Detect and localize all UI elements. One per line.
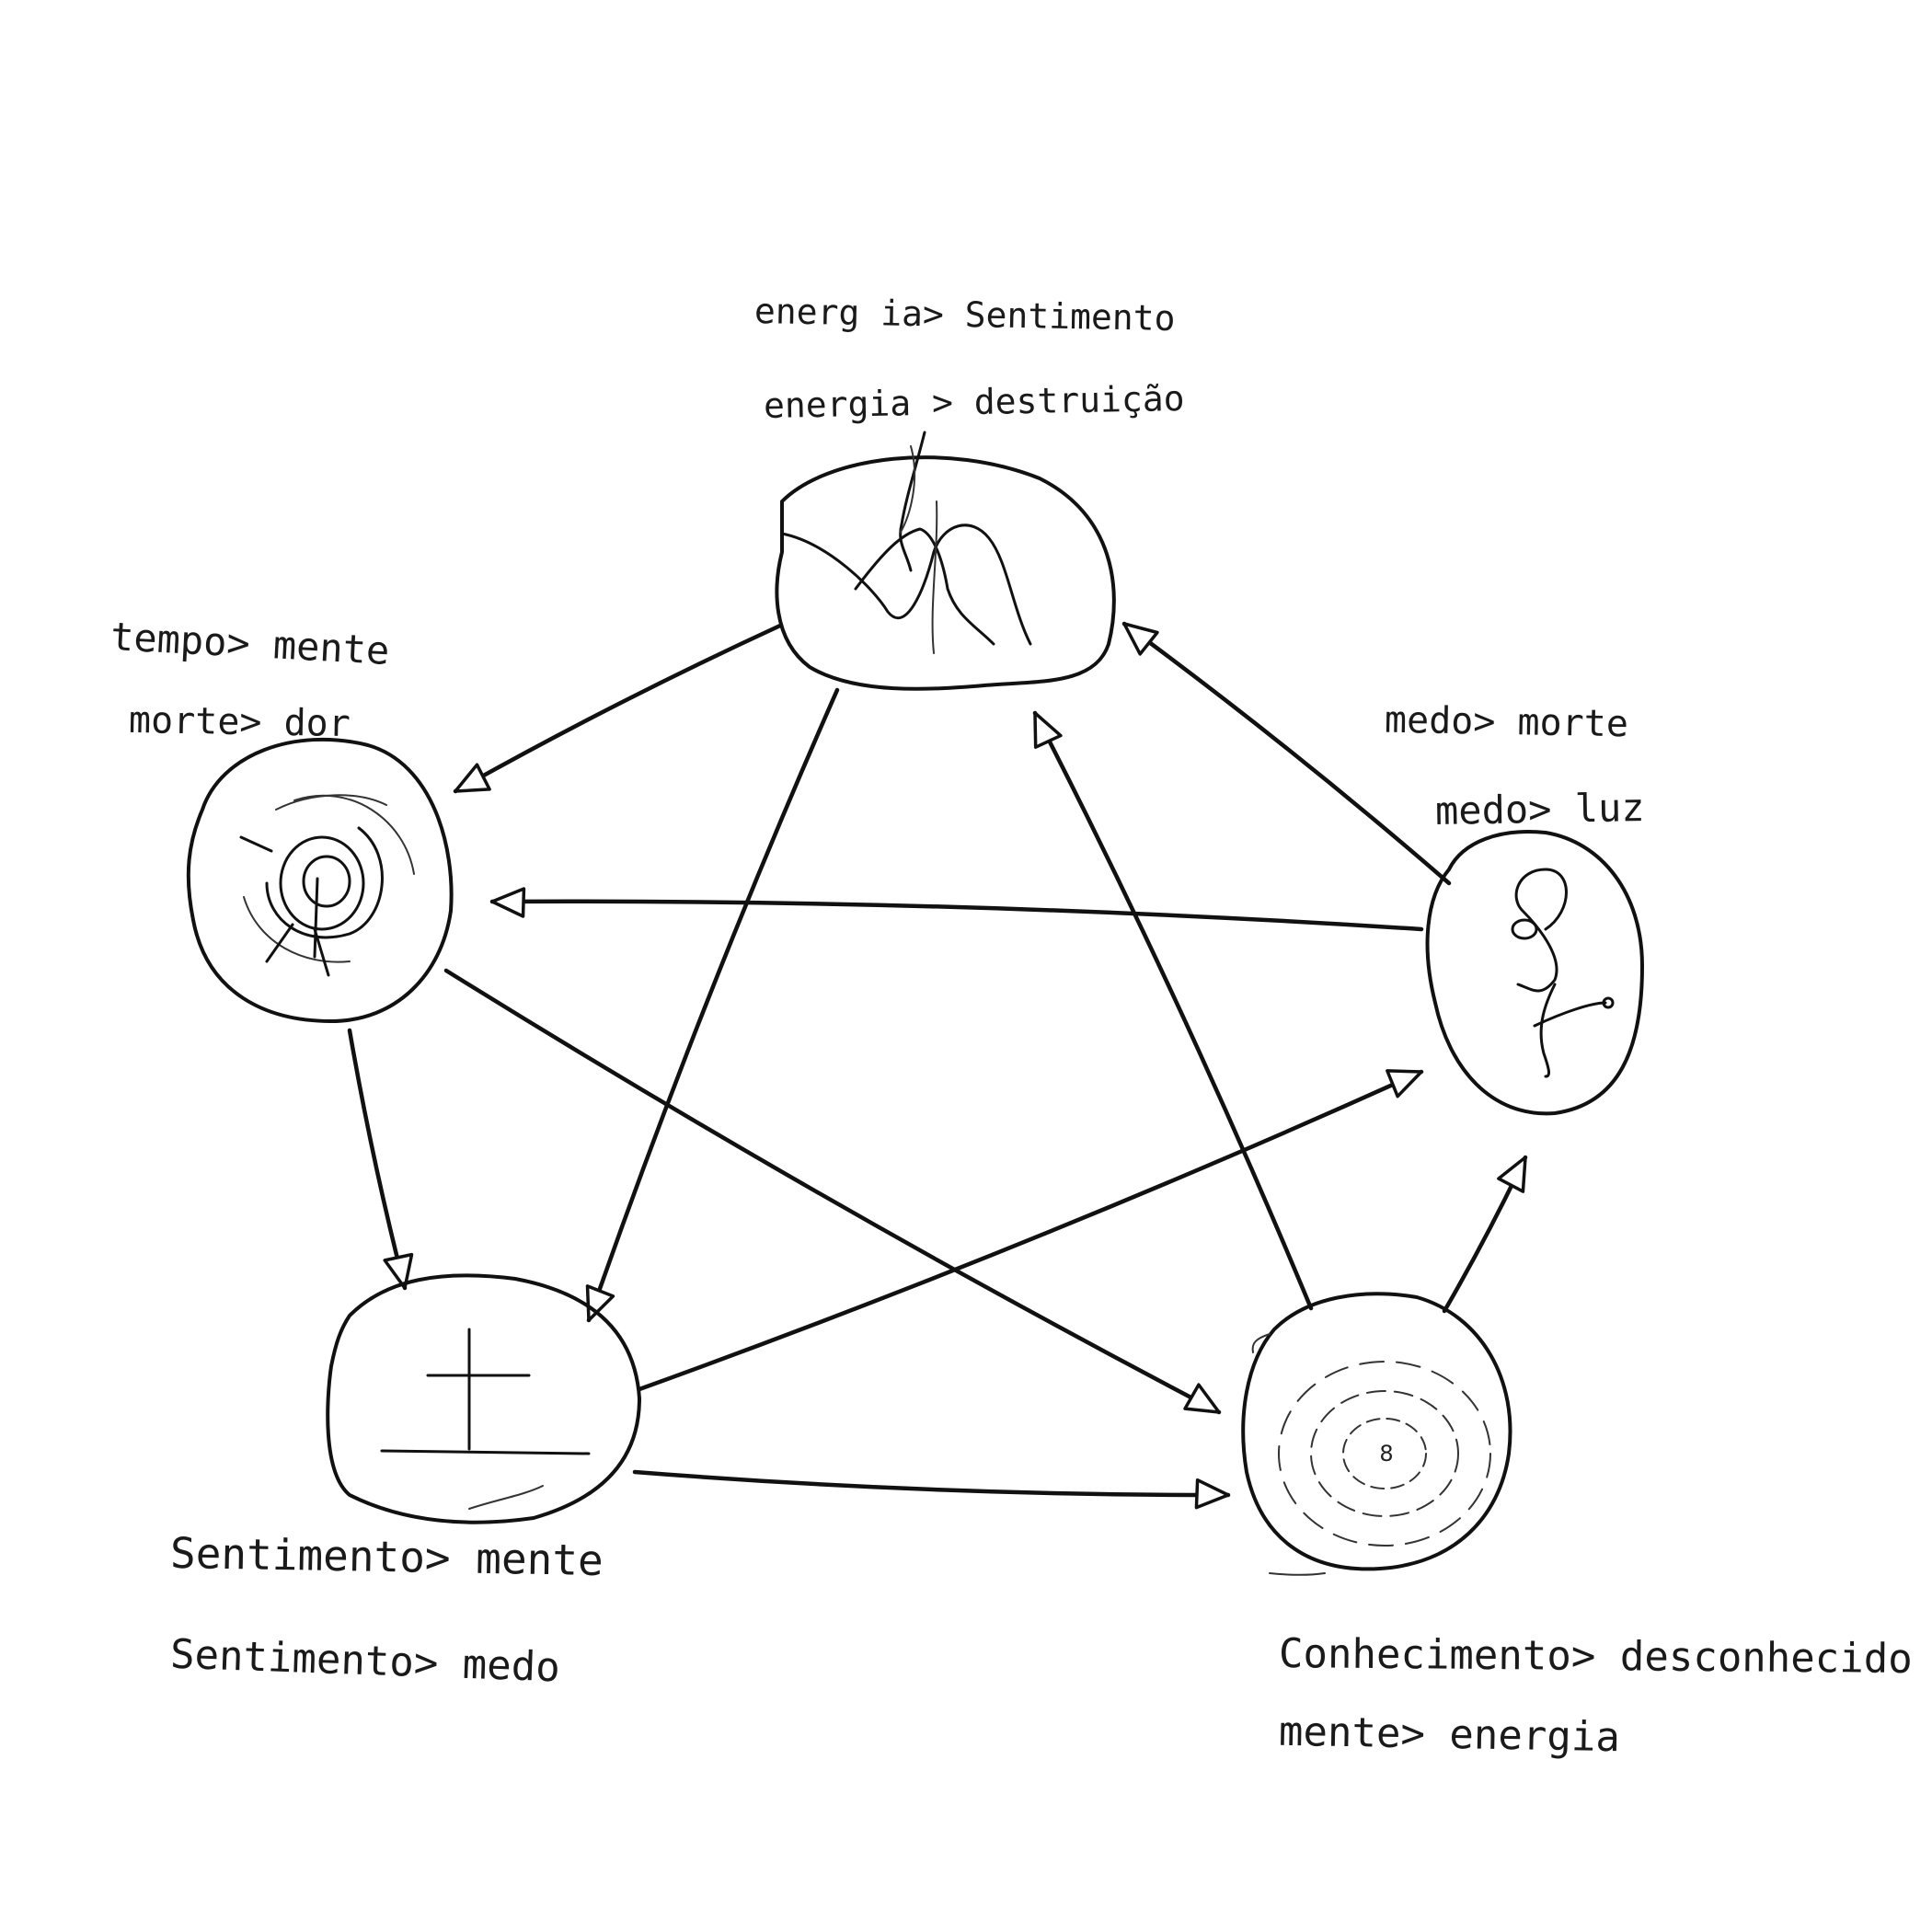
node-conhecimento: 8	[1241, 1292, 1512, 1576]
arrow-line	[1121, 621, 1452, 886]
arrow-head-icon	[1183, 1383, 1221, 1414]
arrow-line	[489, 899, 1424, 932]
edge-tempo-to-sentimento	[347, 1028, 414, 1291]
arrow-head-icon	[383, 1252, 414, 1290]
caption-medo-1: medo> morte	[1384, 698, 1629, 746]
caption-tempo-2: morte> dor	[128, 698, 351, 746]
arrow-line	[443, 968, 1222, 1415]
caption-medo-2: medo> luz	[1434, 785, 1645, 834]
arrow-head-icon	[1194, 1478, 1230, 1510]
edge-conhecimento-to-energia	[1032, 710, 1314, 1311]
caption-energia-2: energia > destruição	[763, 378, 1185, 426]
arrow-line	[632, 1469, 1231, 1498]
arrow-line	[637, 1069, 1424, 1392]
spiral-target-icon	[239, 794, 415, 977]
arrow-head-icon	[1122, 622, 1159, 656]
edge-energia-to-sentimento	[585, 687, 840, 1323]
arrow-head-icon	[454, 763, 491, 793]
edge-tempo-to-conhecimento	[443, 968, 1222, 1415]
arrow-head-icon	[1497, 1156, 1527, 1193]
swirl-eight-icon: 8	[1251, 1333, 1491, 1576]
energia-circle	[775, 455, 1116, 691]
arrow-line	[586, 687, 840, 1323]
arrow-head-icon	[1033, 711, 1063, 749]
caption-sentimento-1: Sentimento> mente	[169, 1527, 604, 1586]
node-energia	[775, 431, 1116, 691]
arrow-head-icon	[1386, 1069, 1423, 1098]
edge-sentimento-to-conhecimento	[632, 1469, 1231, 1510]
medo-circle	[1425, 830, 1644, 1116]
node-sentimento	[326, 1273, 641, 1524]
arrow-line	[1032, 710, 1314, 1311]
edge-energia-to-tempo	[453, 623, 783, 794]
arrow-head-icon	[490, 887, 526, 918]
caption-energia-1: energ ia> Sentimento	[753, 291, 1176, 339]
conhecimento-circle	[1241, 1292, 1512, 1571]
arrow-line	[453, 623, 783, 794]
node-medo	[1425, 830, 1644, 1116]
tempo-circle	[186, 737, 454, 1023]
caption-conhecimento-1: Conhecimento> desconhecido	[1278, 1629, 1913, 1684]
caption-conhecimento-2: mente> energia	[1278, 1708, 1621, 1762]
center-mark: 8	[1379, 1441, 1393, 1466]
cross-icon	[380, 1328, 591, 1510]
arrow-line	[347, 1028, 408, 1291]
cracked-mountain-icon	[780, 431, 1032, 654]
edge-medo-to-energia	[1121, 621, 1452, 886]
edge-sentimento-to-medo	[637, 1069, 1424, 1392]
node-tempo	[186, 737, 454, 1023]
edge-medo-to-tempo	[489, 887, 1424, 932]
question-mark-icon	[1511, 868, 1615, 1078]
sentimento-circle	[326, 1273, 641, 1524]
edge-conhecimento-to-medo	[1442, 1155, 1528, 1314]
